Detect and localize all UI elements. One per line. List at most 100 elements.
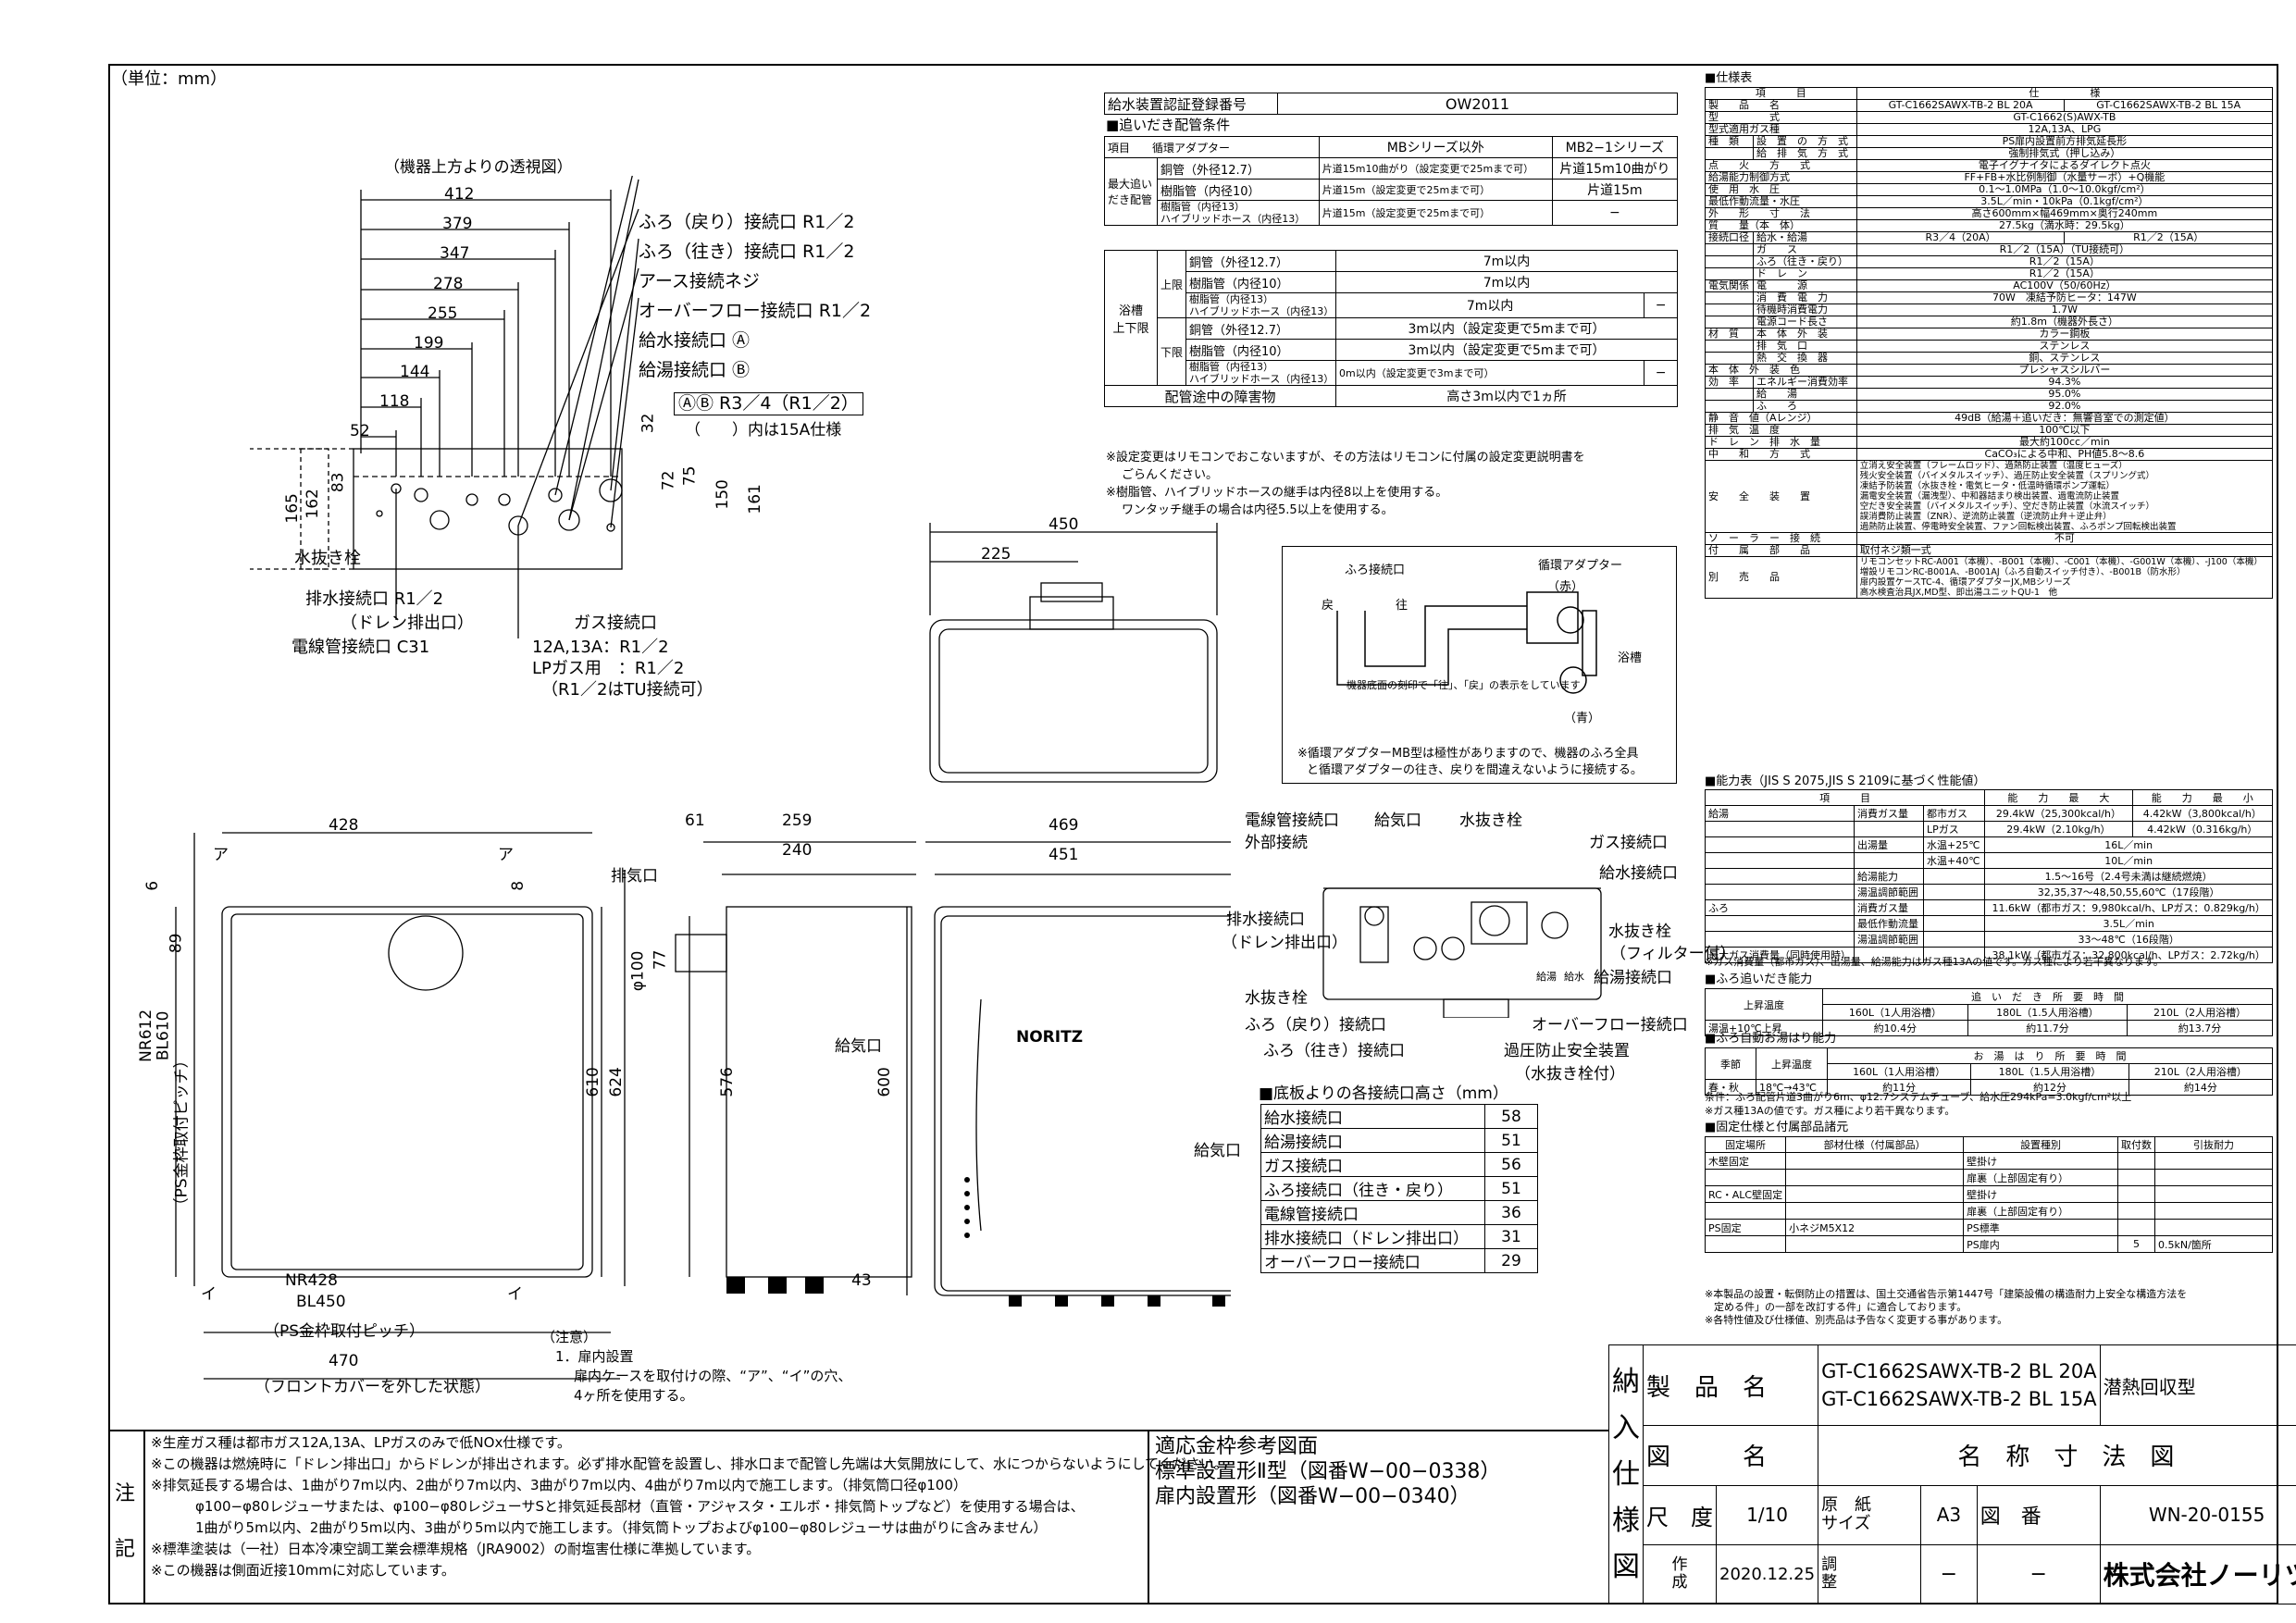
pipe-r1-mb: 片道15m10曲がり（設定変更で25mまで可） [1318,157,1553,180]
autofill-title: ■ふろ自動お湯はり能力 [1705,1032,1837,1046]
bv-hot-out: 給湯接続口 [1594,969,1672,987]
fix-part: 小ネジM5X12 [1785,1219,1965,1236]
spec-attach-label: 付 属 部 品 [1705,544,1857,557]
capacity-cell [1705,931,1855,948]
spec-value: 0.1〜1.0MPa（1.0〜10.0kgf/cm²） [1855,183,2274,196]
fix-row: 扉裏（上部固定有り） [1704,1202,2273,1220]
spec-value: CaCO₃による中和、PH値5.8〜8.6 [1855,448,2274,461]
autofill-h3: お 湯 は り 所 要 時 間 [1827,1047,2273,1064]
phi-100: φ100 [628,950,648,992]
autofill-r0: 春・秋 [1705,1079,1756,1096]
pipe-r1-type: 銅管（外径12.7） [1157,157,1320,180]
pipe-u3-mb: 7m以内 [1335,292,1645,318]
bv-drain-plug-1: 水抜き栓 [1459,812,1522,830]
dim-576: 576 [717,1067,737,1097]
spec-value: 最大約100cc／min [1855,436,2274,449]
bv-drain: 排水接続口 [1226,911,1305,929]
cert-value: OW2011 [1277,93,1678,115]
bv-relief-plug: （水抜き栓付） [1515,1065,1625,1084]
label-gas-12a: 12A,13A：R1／2 [532,638,669,657]
height-row: 排水接続口（ドレン排出口）31 [1260,1224,1538,1249]
height-port: 給湯接続口 [1260,1128,1485,1153]
reheat-c3: 210L（2人用浴槽） [2127,1004,2273,1021]
capacity-cell: 湯温調節範囲 [1854,931,1924,948]
spec-value: 12A,13A、LPG [1855,123,2274,136]
tb-product-label: 製 品 名 [1642,1344,1819,1427]
capacity-cell: 消費ガス量 [1854,805,1924,822]
note-line-5: 1曲がり5m以内、2曲がり5m以内、3曲がり5m以内で施工します。（排気筒トップ… [195,1519,1048,1536]
spec-row: 静 音 値（Aレンジ）49dB（給湯＋追いだき：無響音室での測定値） [1705,412,2274,425]
autofill-h1: 季節 [1705,1047,1756,1080]
spec-item: 排 気 温 度 [1705,424,1857,437]
notes-lines: ※生産ガス種は都市ガス12A,13A、LPガスのみで低NOx仕様です。 ※この機… [151,1432,1228,1581]
capacity-cell [1854,852,1924,869]
spec-value: AC100V（50/60Hz） [1855,279,2274,292]
adapter-supply: 往 [1396,599,1409,613]
fix-h5: 引抜耐力 [2154,1136,2273,1153]
fix-h4: 取付数 [2117,1136,2155,1153]
spec-subitem: エネルギー消費効率 [1753,376,1857,389]
spec-group [1705,147,1754,160]
bv-water-in: 給水接続口 [1599,864,1678,883]
spec-group [1705,304,1754,316]
spec-sold-item: 高水検査治具JX,MD型、即出湯ユニットQU-1 他 [1859,588,2058,598]
spec-subitem: 給水・給湯 [1753,231,1857,244]
pipe-r2-mb2: 片道15m [1551,179,1679,201]
spec-value: GT-C1662(S)AWX-TB [1855,111,2274,124]
notes-divider-2 [1148,1430,1149,1604]
capacity-cell: 給湯 [1705,805,1855,822]
pipe-note-1: ※設定変更はリモコンでおこないますが、その方法はリモコンに付属の設定変更説明書を [1106,451,1585,465]
capacity-value: 10L／min [1984,852,2273,869]
capacity-value: 38.1kW（都市ガス：32,800kcal/h、LPガス：2.72kg/h） [1984,947,2273,963]
dim-144: 144 [400,363,430,381]
reheat-h1: 上昇温度 [1705,988,1823,1021]
spec-value: 銅、ステンレス [1855,352,2274,365]
label-gas-tu: （R1／2はTU接続可） [541,680,714,700]
spec-subitem: 本 体 外 装 [1753,328,1857,341]
spec-sold-list: リモコンセットRC-A001（本機）、-B001（本機）、-C001（本機）、-… [1855,556,2274,599]
height-table-title: ■底板よりの各接続口高さ（mm） [1259,1084,1508,1103]
ref-lines: 適応金枠参考図面 標準設置形Ⅱ型（図番W−00−0338） 扉内設置形（図番W−… [1155,1434,1500,1509]
spec-solar-value: 不可 [1855,532,2274,545]
dim-259: 259 [782,812,813,830]
dim-451: 451 [1049,846,1079,864]
spec-group [1705,291,1754,304]
bv-bath-return: ふろ（戻り）接続口 [1245,1016,1386,1035]
dim-52: 52 [350,422,370,440]
label-hot-out: 給湯接続口 Ⓑ [639,360,751,380]
spec-value: R1／2（15A） [1855,267,2274,280]
reheat-h2: 追 い だ き 所 要 時 間 [1822,988,2273,1005]
tb-product-2: GT-C1662SAWX-TB-2 BL 15A [1821,1388,2097,1411]
mark-i-left: イ [201,1285,217,1304]
capacity-value: 32,35,37〜48,50,55,60℃（17段階） [1984,884,2273,900]
dim-225: 225 [981,545,1011,564]
pipe-r1-mb2: 片道15m10曲がり [1551,157,1679,180]
remark-title: （注意） [541,1329,598,1345]
ps-pitch-v: （PS金枠取付ピッチ） [172,1052,192,1214]
capacity-row: 最大ガス消費量（同時使用時）38.1kW（都市ガス：32,800kcal/h、L… [1705,947,2273,963]
spec-subitem: 排 気 口 [1753,340,1857,353]
mark-a-right: ア [498,846,514,864]
fix-h2: 部材仕様（付属部品） [1785,1136,1965,1153]
spec-item: 点 火 方 式 [1705,159,1857,172]
label-drain-plug: 水抜き栓 [294,549,361,568]
reheat-r1: 約10.4分 [1822,1020,1968,1036]
tb-scale: 1/10 [1715,1484,1819,1545]
fix-type: PS標準 [1963,1219,2118,1236]
spec-item: ド レ ン 排 水 量 [1705,436,1857,449]
spec-value: 49dB（給湯＋追いだき：無響音室での測定値） [1855,412,2274,425]
pipe-u3-type: 樹脂管（内径13） ハイブリッドホース（内径13） [1185,292,1337,318]
nr428: NR428 [285,1271,338,1290]
bv-conduit: 電線管接続口 [1245,812,1339,830]
dim-600: 600 [875,1067,894,1097]
vdim-32: 32 [639,413,658,434]
